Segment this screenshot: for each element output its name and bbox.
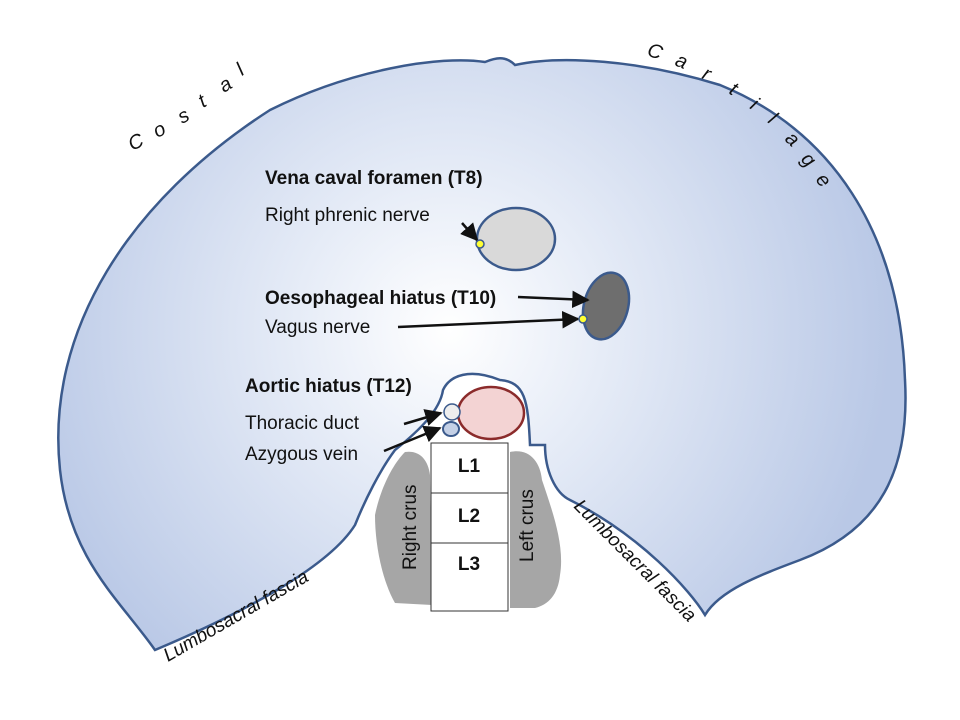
right-crus-label: Right crus (400, 484, 421, 570)
costal-letter: s (174, 104, 193, 128)
aorta-opening (456, 385, 526, 441)
oesophagus-arrow (517, 290, 590, 309)
thoracic-duct-label: Thoracic duct (245, 413, 360, 434)
cartilage-letter: a (672, 49, 691, 74)
thoracic-duct-circle (443, 403, 461, 421)
phrenic-nerve-dot (475, 239, 485, 249)
vertebra-l1 (430, 442, 509, 494)
left-crus-label: Left crus (517, 489, 538, 562)
azygous-vein-arrow (383, 425, 442, 453)
vertebra-l1-label: L1 (458, 456, 481, 477)
vertebra-l2-label: L2 (458, 506, 480, 527)
vertebra-l2 (430, 492, 509, 544)
vena-caval-foramen-label: Vena caval foramen (T8) (265, 168, 483, 189)
vagus-nerve-label: Vagus nerve (265, 317, 370, 338)
vagus-nerve-dot (578, 314, 588, 324)
diaphragm-shape (57, 57, 907, 652)
vagus-nerve-arrow (397, 310, 580, 329)
vena-cava-opening (475, 206, 557, 272)
cartilage-letter: C (644, 39, 666, 65)
costal-letter: a (215, 73, 236, 98)
costal-letter: t (195, 90, 212, 113)
azygous-vein-circle (442, 421, 460, 437)
left-crus (510, 451, 562, 608)
right-phrenic-nerve-label: Right phrenic nerve (265, 205, 430, 226)
vertebra-l3 (430, 542, 509, 612)
aortic-hiatus-label: Aortic hiatus (T12) (245, 376, 412, 397)
right-crus (375, 451, 432, 605)
costal-letter: l (232, 59, 249, 80)
oesophageal-hiatus-label: Oesophageal hiatus (T10) (265, 288, 496, 309)
costal-letter: o (150, 118, 169, 143)
costal-letter: C (125, 129, 148, 155)
phrenic-nerve-arrow (460, 222, 479, 242)
vertebra-l3-label: L3 (458, 554, 480, 575)
azygous-vein-label: Azygous vein (245, 444, 358, 465)
thoracic-duct-arrow (403, 409, 443, 426)
vertebral-column: L1 L2 L3 (430, 442, 509, 612)
